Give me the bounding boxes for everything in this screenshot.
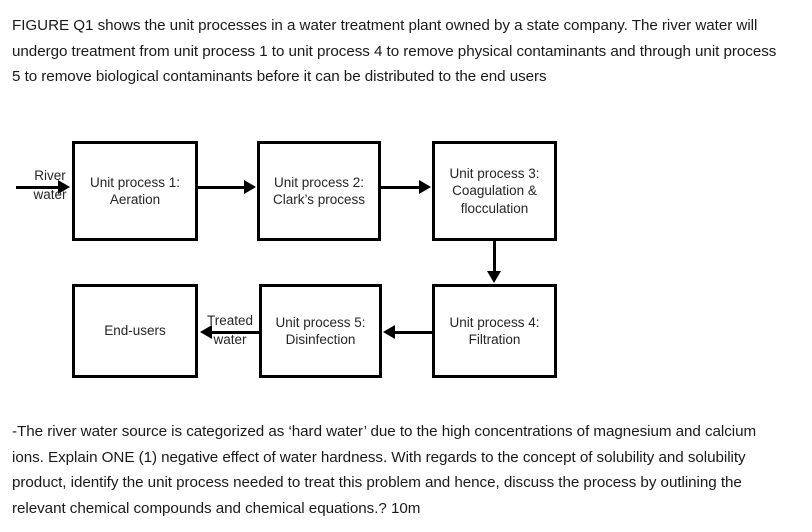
node-end-users[interactable]: End-users xyxy=(72,284,198,378)
node-unit-process-3-line2: Coagulation & xyxy=(452,183,537,199)
node-unit-process-2-line2: Clark’s process xyxy=(272,192,366,207)
node-unit-process-3-label: Unit process 3: Coagulation & flocculati… xyxy=(449,165,539,218)
edge-label-river-water-line1: River xyxy=(34,168,66,183)
node-unit-process-2-line1: Unit process 2: xyxy=(273,174,365,190)
node-unit-process-3-line1: Unit process 3: xyxy=(449,165,540,181)
node-unit-process-4[interactable]: Unit process 4: Filtration xyxy=(432,284,557,378)
edge-label-treated-water-line2: water xyxy=(213,332,247,347)
arrowhead-river-water-inlet xyxy=(58,180,70,194)
node-unit-process-1[interactable]: Unit process 1: Aeration xyxy=(72,141,198,241)
node-unit-process-4-line1: Unit process 4: xyxy=(449,314,540,330)
edge-label-treated-water: Treated water xyxy=(199,312,261,349)
node-unit-process-1-label: Unit process 1: Aeration xyxy=(90,174,180,209)
node-unit-process-5[interactable]: Unit process 5: Disinfection xyxy=(259,284,382,378)
process-flow-diagram: River water Unit process 1: Aeration Uni… xyxy=(0,120,812,400)
arrowhead-p1-to-p2 xyxy=(244,180,256,194)
connector-p5-to-end-users xyxy=(212,331,259,334)
node-unit-process-1-line2: Aeration xyxy=(109,192,161,207)
node-unit-process-5-line2: Disinfection xyxy=(285,332,356,347)
node-unit-process-3[interactable]: Unit process 3: Coagulation & flocculati… xyxy=(432,141,557,241)
arrowhead-p3-to-p4 xyxy=(487,271,501,283)
node-end-users-line1: End-users xyxy=(104,323,166,339)
arrowhead-p5-to-end-users xyxy=(200,325,212,339)
edge-label-river-water: River water xyxy=(22,167,78,204)
connector-p1-to-p2 xyxy=(198,186,246,189)
node-unit-process-4-label: Unit process 4: Filtration xyxy=(449,314,539,349)
node-unit-process-2[interactable]: Unit process 2: Clark’s process xyxy=(257,141,381,241)
node-unit-process-4-line2: Filtration xyxy=(468,332,521,347)
node-unit-process-3-line3: flocculation xyxy=(460,200,529,216)
closing-paragraph: -The river water source is categorized a… xyxy=(12,423,761,517)
edge-label-treated-water-line1: Treated xyxy=(206,313,254,328)
node-unit-process-1-line1: Unit process 1: xyxy=(89,174,181,190)
connector-river-water-inlet xyxy=(16,186,64,189)
arrowhead-p2-to-p3 xyxy=(419,180,431,194)
node-end-users-label: End-users xyxy=(104,322,166,340)
connector-p3-to-p4 xyxy=(493,241,496,273)
connector-p2-to-p3 xyxy=(381,186,421,189)
connector-p4-to-p5 xyxy=(395,331,432,334)
node-unit-process-5-line1: Unit process 5: xyxy=(275,314,366,330)
node-unit-process-2-label: Unit process 2: Clark’s process xyxy=(273,174,365,209)
edge-label-river-water-line2: water xyxy=(33,187,67,202)
intro-paragraph: FIGURE Q1 shows the unit processes in a … xyxy=(12,17,781,85)
node-unit-process-5-label: Unit process 5: Disinfection xyxy=(275,314,365,349)
arrowhead-p4-to-p5 xyxy=(383,325,395,339)
